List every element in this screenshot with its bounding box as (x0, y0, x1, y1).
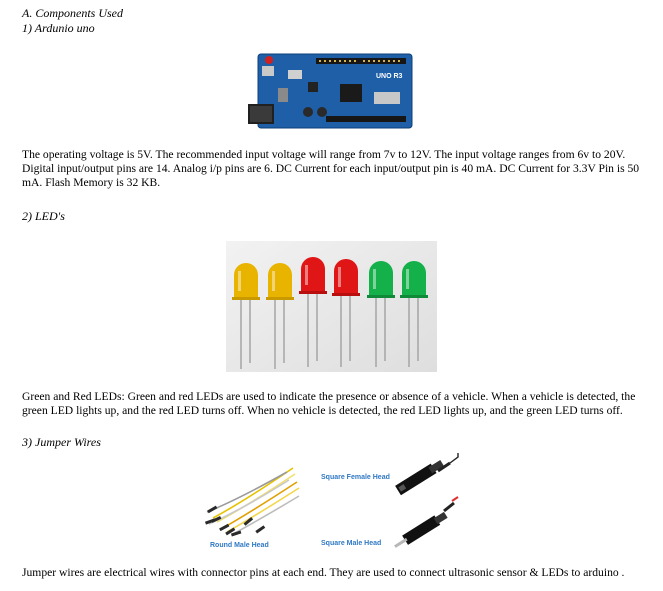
label-round-male-head: Round Male Head (210, 542, 269, 549)
jumper-wires-heads-image (394, 453, 459, 548)
board-marking: UNO R3 (376, 73, 403, 80)
label-square-female-head: Square Female Head (321, 474, 390, 481)
jumper-wires-bundle-image (204, 467, 300, 537)
section-heading: A. Components Used (22, 6, 123, 20)
label-square-male-head: Square Male Head (321, 540, 382, 547)
arduino-uno-image: UNO R3 (248, 53, 413, 129)
jumper-wires-heading: 3) Jumper Wires (22, 435, 101, 449)
arduino-paragraph: The operating voltage is 5V. The recomme… (22, 148, 640, 189)
leds-image (226, 241, 437, 372)
jumper-wires-paragraph: Jumper wires are electrical wires with c… (22, 566, 625, 579)
arduino-heading: 1) Ardunio uno (22, 21, 95, 35)
leds-heading: 2) LED's (22, 209, 65, 223)
leds-paragraph: Green and Red LEDs: Green and red LEDs a… (22, 390, 636, 417)
